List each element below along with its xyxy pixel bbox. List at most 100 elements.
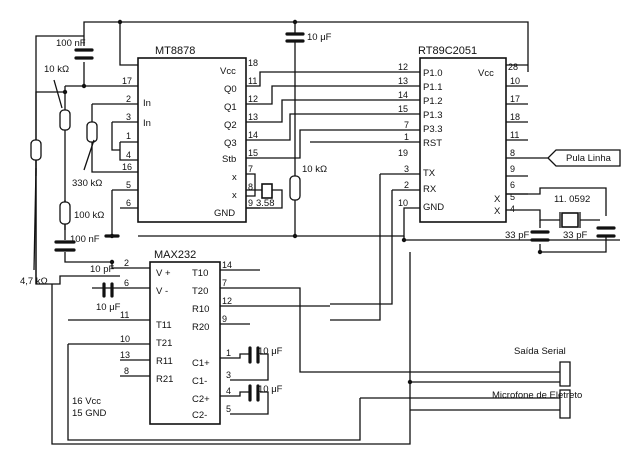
- svg-text:Q3: Q3: [224, 138, 237, 149]
- svg-text:7: 7: [222, 278, 227, 288]
- cap-33pf-a: 33 pF: [505, 230, 529, 241]
- svg-text:5: 5: [226, 404, 231, 414]
- svg-text:9: 9: [248, 198, 253, 208]
- svg-text:Vcc: Vcc: [478, 68, 494, 79]
- svg-text:10: 10: [120, 334, 130, 344]
- res-4k7: 4,7 kΩ: [20, 276, 48, 287]
- svg-text:18: 18: [248, 58, 258, 68]
- svg-text:8: 8: [510, 148, 515, 158]
- max232-title: MAX232: [154, 249, 196, 261]
- svg-text:8: 8: [124, 366, 129, 376]
- svg-text:3: 3: [404, 164, 409, 174]
- rt89c2051-chip: RT89C2051 12 P1.0 13 P1.1 14 P1.2 15 P1.…: [398, 45, 520, 223]
- svg-text:10: 10: [398, 198, 408, 208]
- svg-text:R10: R10: [192, 304, 209, 315]
- svg-text:X: X: [494, 206, 501, 217]
- max232-chip: MAX232 2 V + 6 V - 11 T11 10 T21 13 R11 …: [72, 249, 232, 425]
- svg-text:Q2: Q2: [224, 120, 237, 131]
- svg-text:15: 15: [398, 104, 408, 114]
- svg-text:T20: T20: [192, 286, 208, 297]
- label-microfone: Microfone de Eletreto: [492, 390, 582, 401]
- svg-text:13: 13: [398, 76, 408, 86]
- svg-text:12: 12: [248, 94, 258, 104]
- cap-100nf-top: 100 nF: [56, 38, 86, 49]
- svg-text:1: 1: [226, 348, 231, 358]
- svg-text:4: 4: [226, 386, 231, 396]
- rt89c2051-title: RT89C2051: [418, 45, 477, 57]
- svg-text:R11: R11: [156, 356, 173, 367]
- svg-text:8: 8: [248, 182, 253, 192]
- svg-text:X: X: [494, 194, 501, 205]
- svg-text:7: 7: [404, 120, 409, 130]
- svg-text:14: 14: [398, 90, 408, 100]
- svg-text:6: 6: [510, 180, 515, 190]
- svg-text:GND: GND: [214, 208, 235, 219]
- svg-text:V -: V -: [156, 286, 168, 297]
- svg-text:12: 12: [222, 296, 232, 306]
- svg-text:2: 2: [126, 94, 131, 104]
- cap-10uf-c1: 10 μF: [258, 346, 283, 357]
- svg-text:T21: T21: [156, 338, 172, 349]
- crystal-358: 3.58: [256, 198, 275, 209]
- svg-text:R20: R20: [192, 322, 209, 333]
- cap-33pf-b: 33 pF: [563, 230, 587, 241]
- svg-text:9: 9: [510, 164, 515, 174]
- svg-text:5: 5: [510, 192, 515, 202]
- svg-text:TX: TX: [423, 168, 436, 179]
- crystal-110592: 11. 0592: [554, 194, 590, 205]
- svg-text:R21: R21: [156, 374, 173, 385]
- label-pula-linha: Pula Linha: [566, 153, 612, 164]
- connectors: Pula Linha Saída Serial Microfone de Ele…: [492, 149, 621, 419]
- svg-text:In: In: [143, 118, 151, 129]
- svg-text:6: 6: [126, 198, 131, 208]
- svg-text:28: 28: [508, 62, 518, 72]
- svg-text:13: 13: [248, 112, 258, 122]
- cap-10uf-top: 10 μF: [307, 32, 332, 43]
- svg-text:6: 6: [124, 278, 129, 288]
- svg-text:P1.3: P1.3: [423, 110, 443, 121]
- svg-text:15: 15: [248, 148, 258, 158]
- svg-text:14: 14: [248, 130, 258, 140]
- res-10k-left: 10 kΩ: [44, 64, 69, 75]
- res-100k: 100 kΩ: [74, 210, 104, 221]
- svg-text:17: 17: [122, 76, 132, 86]
- svg-text:Q1: Q1: [224, 102, 237, 113]
- svg-text:RX: RX: [423, 184, 437, 195]
- svg-text:P1.0: P1.0: [423, 68, 443, 79]
- svg-text:T11: T11: [156, 320, 172, 331]
- svg-text:12: 12: [398, 62, 408, 72]
- svg-text:RST: RST: [423, 138, 442, 149]
- svg-text:P1.1: P1.1: [423, 82, 443, 93]
- svg-text:11: 11: [510, 130, 519, 140]
- components: 100 nF 10 kΩ 330 kΩ 100 kΩ 100 nF 4,7 kΩ…: [20, 32, 616, 402]
- svg-text:11: 11: [248, 76, 257, 86]
- svg-text:V +: V +: [156, 268, 171, 279]
- svg-text:In: In: [143, 98, 151, 109]
- svg-text:17: 17: [510, 94, 520, 104]
- mt8878-title: MT8878: [155, 45, 195, 57]
- cap-10uf-c2: 10 μF: [258, 384, 283, 395]
- svg-text:7: 7: [248, 164, 253, 174]
- max232-gnd-note: 15 GND: [72, 408, 106, 419]
- svg-text:C1-: C1-: [192, 376, 207, 387]
- svg-text:1: 1: [126, 131, 131, 141]
- svg-text:x: x: [232, 172, 237, 183]
- svg-text:18: 18: [510, 112, 520, 122]
- cap-10uf-vminus: 10 μF: [96, 302, 121, 313]
- svg-text:1: 1: [404, 132, 409, 142]
- svg-text:P3.3: P3.3: [423, 124, 443, 135]
- svg-text:4: 4: [126, 150, 131, 160]
- res-330k: 330 kΩ: [72, 178, 102, 189]
- svg-text:19: 19: [398, 148, 408, 158]
- svg-text:x: x: [232, 190, 237, 201]
- svg-text:11: 11: [120, 310, 129, 320]
- svg-text:Vcc: Vcc: [220, 66, 236, 77]
- svg-text:16: 16: [122, 162, 132, 172]
- label-saida-serial: Saída Serial: [514, 346, 566, 357]
- svg-text:C1+: C1+: [192, 358, 210, 369]
- svg-text:13: 13: [120, 350, 130, 360]
- max232-vcc-note: 16 Vcc: [72, 396, 101, 407]
- res-10k-mid: 10 kΩ: [302, 164, 327, 175]
- cap-100nf-low: 100 nF: [70, 234, 100, 245]
- svg-text:GND: GND: [423, 202, 444, 213]
